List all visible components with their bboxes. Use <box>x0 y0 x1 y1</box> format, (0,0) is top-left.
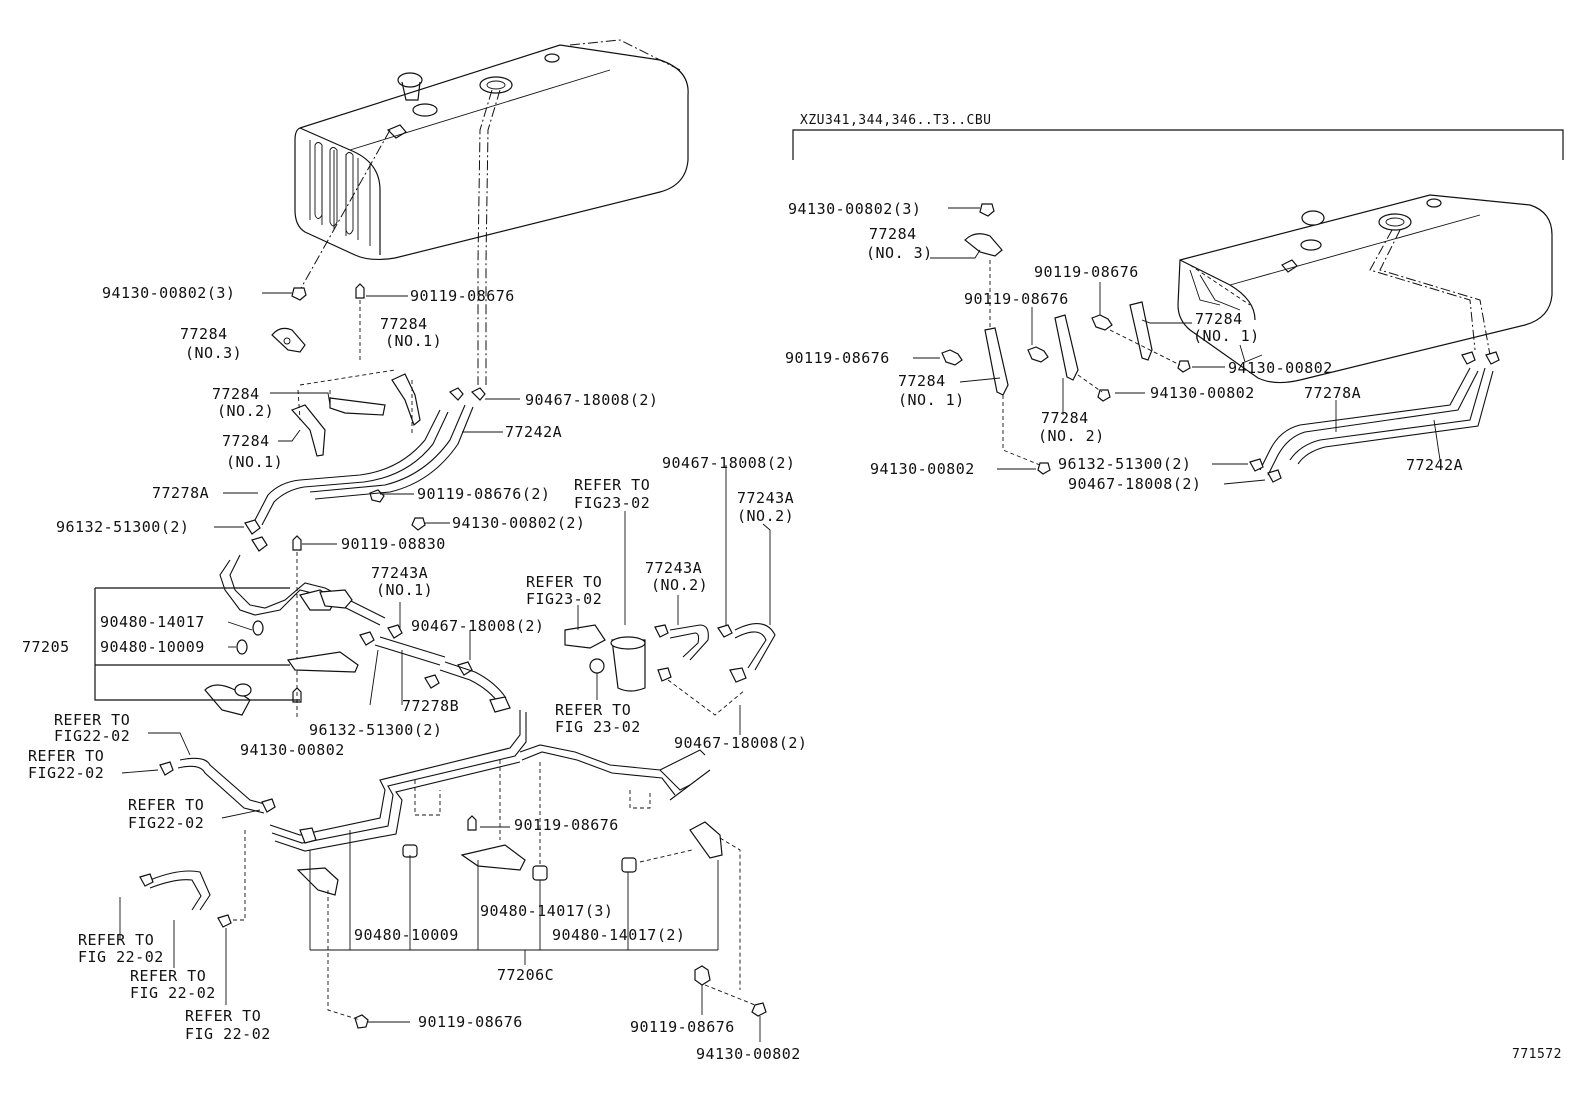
callout-77278b: 77278B <box>402 697 459 715</box>
lower-brackets <box>296 815 767 1029</box>
callout-refer-fig22: REFER TO <box>78 931 154 949</box>
callout-90480-14017-2: 90480-14017(2) <box>552 926 685 944</box>
callout-refer-fig22-id: FIG 22-02 <box>78 948 164 966</box>
callout-94130-00802-2: 94130-00802(2) <box>452 514 585 532</box>
callout-77284-suffix: (NO.3) <box>185 344 242 362</box>
fuel-tank-main <box>294 39 689 385</box>
callout-90467-18008-2: 90467-18008(2) <box>674 734 807 752</box>
callout-77243a: 77243A <box>737 489 794 507</box>
callout-96132-51300-2: 96132-51300(2) <box>56 518 189 536</box>
callout-96132-51300-2: 96132-51300(2) <box>1058 455 1191 473</box>
callout-refer-fig22: REFER TO <box>54 711 130 729</box>
callout-77284-suffix: (NO.1) <box>226 453 283 471</box>
callout-90119-08676-2: 90119-08676(2) <box>417 485 550 503</box>
callout-77243a: 77243A <box>645 559 702 577</box>
callout-90467-18008-2: 90467-18008(2) <box>525 391 658 409</box>
inset-pipes <box>1249 351 1500 483</box>
callout-90119-08676: 90119-08676 <box>418 1013 523 1031</box>
callout-77284-suffix: (NO. 1) <box>898 391 965 409</box>
callout-77284: 77284 <box>898 372 946 390</box>
callout-90119-08676: 90119-08676 <box>964 290 1069 308</box>
callout-90119-08676: 90119-08676 <box>410 287 515 305</box>
callout-90480-14017: 90480-14017 <box>100 613 205 631</box>
callout-90119-08676: 90119-08676 <box>630 1018 735 1036</box>
callout-90480-10009: 90480-10009 <box>354 926 459 944</box>
figure-id: 771572 <box>1512 1047 1562 1062</box>
callout-77284-suffix: (NO.2) <box>217 402 274 420</box>
callout-refer-fig22-id: FIG22-02 <box>54 727 130 745</box>
lower-left-hoses <box>139 757 276 928</box>
callout-refer-fig23-id: FIG23-02 <box>526 590 602 608</box>
callout-refer-fig23-id: FIG 23-02 <box>555 718 641 736</box>
callout-refer-fig22: REFER TO <box>130 967 206 985</box>
callout-94130-00802: 94130-00802 <box>1228 359 1333 377</box>
section-header: XZU341,344,346..T3..CBU <box>800 113 992 128</box>
filter-hoses <box>359 623 776 716</box>
callout-refer-fig22: REFER TO <box>128 796 204 814</box>
callout-94130-00802: 94130-00802 <box>870 460 975 478</box>
callout-77284-suffix: (NO. 1) <box>1193 327 1260 345</box>
labels-left: 94130-00802(3) 90119-08676 77284 (NO.3) … <box>22 284 807 1063</box>
fuel-tank-inset <box>1177 194 1553 384</box>
labels-right: XZU341,344,346..T3..CBU 94130-00802(3) 7… <box>785 113 1562 1062</box>
callout-77278a: 77278A <box>152 484 209 502</box>
callout-77284: 77284 <box>222 432 270 450</box>
callout-90480-14017-3: 90480-14017(3) <box>480 902 613 920</box>
frame-fuel-lines <box>269 696 711 870</box>
callout-94130-00802-3: 94130-00802(3) <box>788 200 921 218</box>
callout-refer-fig23-id: FIG23-02 <box>574 494 650 512</box>
callout-refer-fig22: REFER TO <box>185 1007 261 1025</box>
callout-77242a: 77242A <box>1406 456 1463 474</box>
small-parts-left <box>244 283 486 720</box>
callout-90467-18008-2: 90467-18008(2) <box>1068 475 1201 493</box>
callout-94130-00802: 94130-00802 <box>696 1045 801 1063</box>
callout-90119-08830: 90119-08830 <box>341 535 446 553</box>
callout-77284: 77284 <box>1195 310 1243 328</box>
callout-90480-10009: 90480-10009 <box>100 638 205 656</box>
inset-small-parts <box>941 203 1191 475</box>
callout-77243a-suffix: (NO.2) <box>651 576 708 594</box>
callout-77284-suffix: (NO. 2) <box>1038 427 1105 445</box>
callout-77243a-suffix: (NO.2) <box>737 507 794 525</box>
callout-77284-suffix: (NO. 3) <box>866 244 933 262</box>
callout-77278a: 77278A <box>1304 384 1361 402</box>
callout-94130-00802: 94130-00802 <box>240 741 345 759</box>
callout-refer-fig22-id: FIG 22-02 <box>130 984 216 1002</box>
callout-refer-fig22: REFER TO <box>28 747 104 765</box>
callout-77205: 77205 <box>22 638 70 656</box>
assembly-77205 <box>94 554 386 716</box>
callout-refer-fig22-id: FIG22-02 <box>28 764 104 782</box>
callout-77284: 77284 <box>380 315 428 333</box>
callout-77284: 77284 <box>869 225 917 243</box>
callout-refer-fig22-id: FIG 22-02 <box>185 1025 271 1043</box>
inset-bracket <box>792 129 1564 160</box>
callout-96132-51300-2: 96132-51300(2) <box>309 721 442 739</box>
callout-94130-00802-3: 94130-00802(3) <box>102 284 235 302</box>
callout-77243a: 77243A <box>371 564 428 582</box>
callout-77284: 77284 <box>1041 409 1089 427</box>
callout-77284: 77284 <box>212 385 260 403</box>
callout-77284: 77284 <box>180 325 228 343</box>
callout-77206c: 77206C <box>497 966 554 984</box>
callout-refer-fig22-id: FIG22-02 <box>128 814 204 832</box>
leader-lines-left <box>119 292 771 1042</box>
callout-94130-00802: 94130-00802 <box>1150 384 1255 402</box>
callout-77243a-suffix: (NO.1) <box>376 581 433 599</box>
callout-refer-fig23: REFER TO <box>526 573 602 591</box>
callout-90467-18008-2: 90467-18008(2) <box>411 617 544 635</box>
callout-90467-18008-2: 90467-18008(2) <box>662 454 795 472</box>
callout-90119-08676: 90119-08676 <box>1034 263 1139 281</box>
callout-refer-fig23: REFER TO <box>555 701 631 719</box>
callout-90119-08676: 90119-08676 <box>514 816 619 834</box>
callout-77242a: 77242A <box>505 423 562 441</box>
callout-77284-suffix: (NO.1) <box>385 332 442 350</box>
fuel-pipe-77242a <box>254 404 474 526</box>
callout-refer-fig23: REFER TO <box>574 476 650 494</box>
leader-lines-right <box>913 207 1441 485</box>
callout-90119-08676: 90119-08676 <box>785 349 890 367</box>
